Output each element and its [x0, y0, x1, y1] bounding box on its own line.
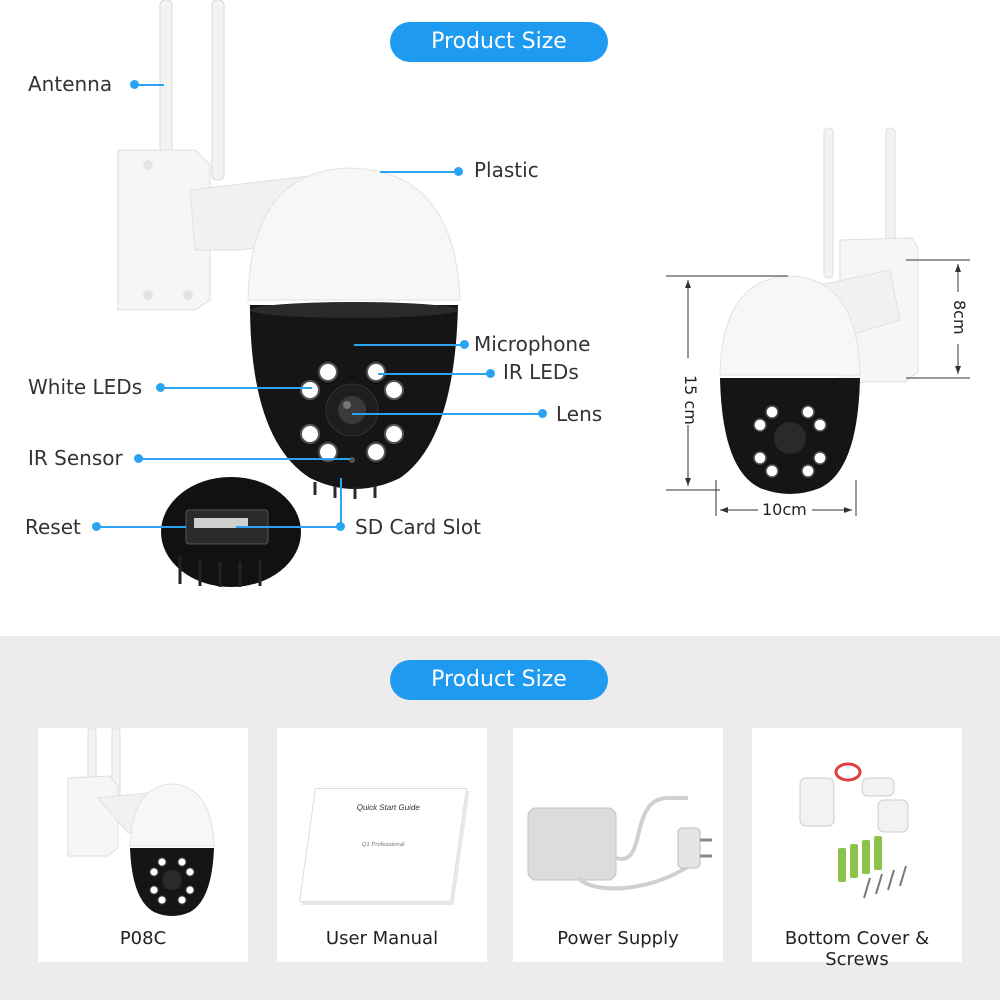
ir-leds-dot	[486, 369, 495, 378]
package-item-manual: Quick Start Guide Q1 Professional User M…	[277, 728, 487, 962]
dimension-lines	[666, 259, 970, 516]
screws-image	[799, 762, 909, 899]
white-leds-line	[160, 387, 312, 389]
package-item-label: P08C	[119, 928, 167, 949]
plastic-line	[380, 171, 458, 173]
manual-subtitle: Q1 Professional	[361, 842, 405, 848]
package-item-camera: P08C	[38, 728, 248, 962]
height-dimension: 15 cm	[681, 375, 700, 425]
lens-label: Lens	[556, 402, 603, 426]
manual-cover: Quick Start Guide Q1 Professional	[298, 788, 468, 902]
power-supply-image	[527, 796, 712, 891]
white-leds-label: White LEDs	[28, 375, 143, 399]
package-item-screws: Bottom Cover & Screws	[752, 728, 962, 970]
ir-leds-label: IR LEDs	[503, 360, 579, 384]
sd-card-slot-label: SD Card Slot	[355, 515, 481, 539]
sd-card-vline	[340, 478, 342, 526]
camera-thumbnail	[67, 728, 215, 916]
depth-dimension: 8cm	[950, 300, 969, 335]
package-item-label: Bottom Cover & Screws	[784, 928, 930, 970]
package-item-label: Power Supply	[557, 928, 679, 949]
microphone-dot	[460, 340, 469, 349]
ir-sensor-label: IR Sensor	[28, 446, 123, 470]
sd-card-inset	[161, 477, 301, 587]
manual-title: Quick Start Guide	[356, 803, 421, 812]
sd-card-line	[236, 526, 340, 528]
ir-sensor-line	[138, 458, 350, 460]
package-size-header: Product Size	[390, 660, 608, 700]
product-size-header: Product Size	[390, 22, 608, 62]
antenna-label: Antenna	[28, 72, 113, 96]
sd-card-dot	[336, 522, 345, 531]
plastic-dot	[454, 167, 463, 176]
antenna-line	[134, 84, 164, 86]
microphone-line	[354, 344, 464, 346]
ir-leds-line	[378, 373, 490, 375]
reset-label: Reset	[25, 515, 81, 539]
width-dimension: 10cm	[762, 500, 807, 519]
package-item-power: Power Supply	[513, 728, 723, 962]
plastic-label: Plastic	[474, 158, 539, 182]
camera-illustration	[117, 0, 461, 499]
reset-line	[96, 526, 186, 528]
dimension-camera	[719, 127, 919, 494]
lens-line	[352, 413, 542, 415]
package-item-label: User Manual	[325, 928, 439, 949]
lens-dot	[538, 409, 547, 418]
microphone-label: Microphone	[474, 332, 591, 356]
